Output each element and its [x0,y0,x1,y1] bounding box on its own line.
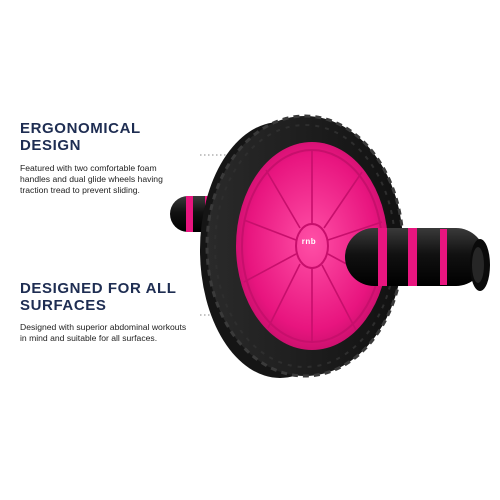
feature-description-all-surfaces: Designed with superior abdominal workout… [20,322,187,343]
hub-spokes [243,150,383,342]
brand-logo: rnb [294,237,324,246]
feature-title-ergonomical-design: ERGONOMICAL DESIGN [20,120,141,154]
brand-logo-text: rnb [301,237,317,246]
feature-description-ergonomical-design: Featured with two comfortable foam handl… [20,163,163,195]
feature-title-all-surfaces: DESIGNED FOR ALL SURFACES [20,280,177,314]
right-foam-handle [345,228,490,291]
